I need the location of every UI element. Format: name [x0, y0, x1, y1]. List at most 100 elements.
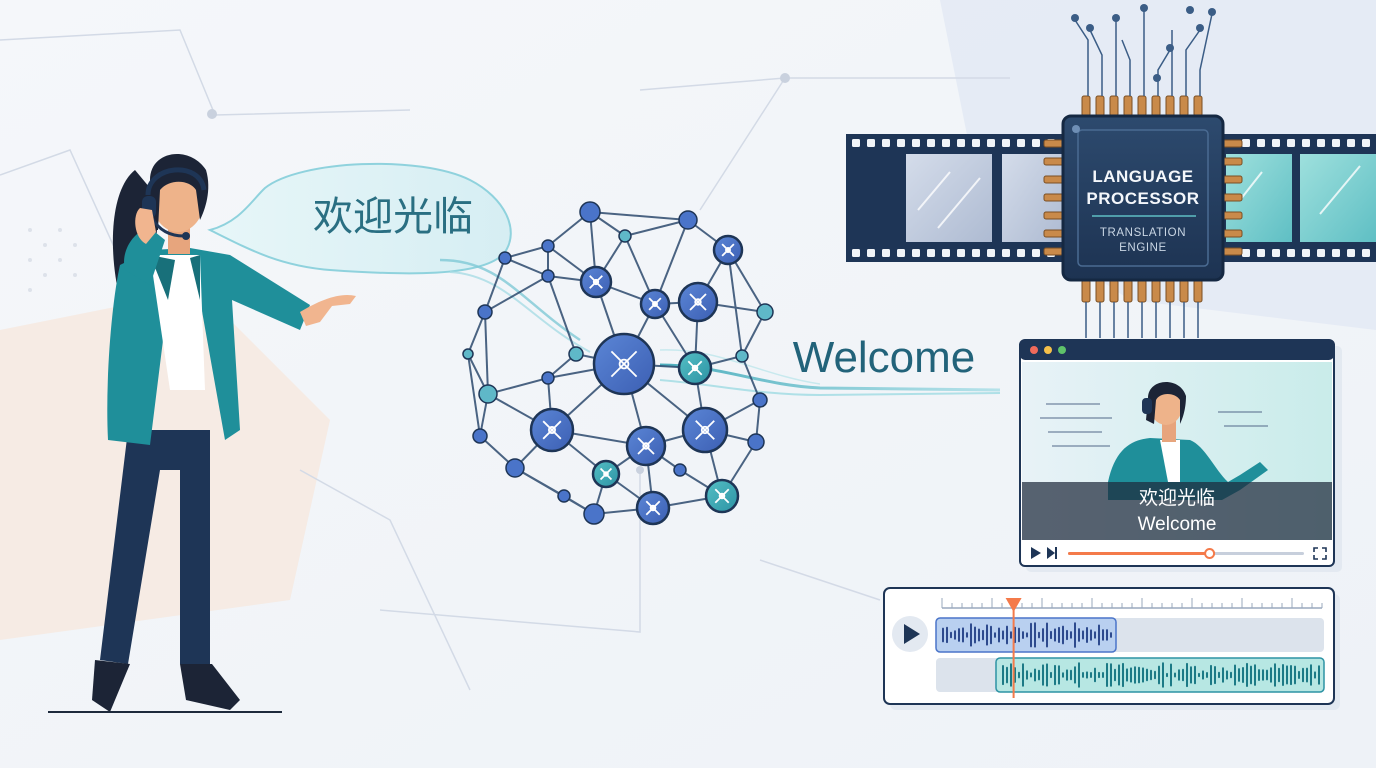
film-sprocket-hole: [1317, 139, 1325, 147]
waveform-bar: [1278, 667, 1280, 683]
chip-pin: [1221, 247, 1243, 256]
waveform-bar: [1182, 668, 1184, 682]
chip-pin: [1043, 229, 1065, 238]
chip-pin: [1095, 95, 1105, 117]
node-glyph-icon: [721, 243, 735, 257]
waveform-bar: [942, 627, 944, 643]
waveform-bar: [994, 632, 996, 638]
film-sprocket-hole: [912, 249, 920, 257]
network-edge: [741, 355, 761, 401]
waveform-bar: [1078, 662, 1080, 688]
film-sprocket-hole: [882, 249, 890, 257]
waveform-bar: [1102, 672, 1104, 678]
window-maximize-dot[interactable]: [1058, 346, 1066, 354]
waveform-bar: [1250, 665, 1252, 685]
waveform-bar: [1018, 671, 1020, 679]
film-sprocket-hole: [972, 139, 980, 147]
network-node: [673, 463, 687, 477]
processor-title-line1: LANGUAGE: [1092, 167, 1193, 186]
chip-pin: [1043, 157, 1065, 166]
language-processor-chip: LANGUAGE PROCESSOR TRANSLATION ENGINE: [1061, 114, 1225, 282]
node-glyph-icon: [542, 420, 562, 440]
film-sprocket-hole: [957, 139, 965, 147]
waveform-bar: [970, 623, 972, 647]
waveform-bar: [1010, 631, 1012, 639]
timeline-playhead[interactable]: [1005, 598, 1022, 698]
network-node: [752, 392, 768, 408]
next-icon[interactable]: [1047, 547, 1057, 559]
processor-subtitle-line1: TRANSLATION: [1100, 227, 1186, 239]
chip-pin: [1221, 175, 1243, 184]
network-node: [541, 269, 555, 283]
waveform-bar: [1026, 670, 1028, 680]
progress-fill: [1068, 552, 1210, 555]
film-sprocket-hole: [942, 249, 950, 257]
waveform-bar: [1038, 631, 1040, 639]
waveform-bar: [1054, 664, 1056, 686]
waveform-bar: [1050, 671, 1052, 679]
progress-knob[interactable]: [1204, 548, 1216, 559]
chip-pin: [1179, 95, 1189, 117]
waveform-bar: [1158, 665, 1160, 685]
film-sprocket-hole: [1257, 249, 1265, 257]
film-sprocket-hole: [1032, 139, 1040, 147]
play-icon[interactable]: [1031, 547, 1041, 559]
video-player-window: 欢迎光临 Welcome: [1019, 339, 1342, 572]
waveform-bar: [974, 626, 976, 644]
chip-pin: [1081, 95, 1091, 117]
chip-pin: [1043, 211, 1065, 220]
timeline-play-icon[interactable]: [904, 624, 920, 644]
waveform-bar: [1066, 669, 1068, 681]
waveform-bar: [1066, 629, 1068, 641]
waveform-bar: [1122, 662, 1124, 688]
chip-pin: [1043, 175, 1065, 184]
chip-pin: [1221, 193, 1243, 202]
waveform-bar: [1074, 622, 1076, 648]
network-node: [557, 489, 571, 503]
bg-circuit-dots: [207, 73, 790, 474]
network-node: [478, 384, 498, 404]
chip-pin: [1193, 279, 1203, 303]
timeline-ruler: [941, 598, 1323, 608]
waveform-bar: [950, 631, 952, 639]
waveform-bar: [1302, 667, 1304, 683]
waveform-bar: [1290, 665, 1292, 686]
film-sprocket-hole: [1032, 249, 1040, 257]
film-sprocket-hole: [882, 139, 890, 147]
waveform-bar: [1242, 667, 1244, 683]
waveform-bar: [1310, 664, 1312, 686]
network-node: [756, 303, 774, 321]
chip-pin: [1221, 229, 1243, 238]
window-minimize-dot[interactable]: [1044, 346, 1052, 354]
film-sprocket-hole: [1017, 249, 1025, 257]
network-edge: [504, 245, 549, 259]
waveform-bar: [982, 629, 984, 641]
node-glyph-icon: [714, 488, 730, 504]
network-node: [735, 349, 749, 363]
network-node: [498, 251, 512, 265]
fullscreen-icon[interactable]: [1313, 547, 1327, 560]
chip-pin: [1109, 279, 1119, 303]
network-node: [568, 346, 584, 362]
network-node: [472, 428, 488, 444]
node-glyph-icon: [599, 467, 613, 481]
waveform-bar: [1266, 669, 1268, 681]
film-sprocket-hole: [942, 139, 950, 147]
chip-pin: [1221, 139, 1243, 148]
chip-pin: [1151, 95, 1161, 117]
network-node: [618, 229, 632, 243]
film-sprocket-hole: [987, 249, 995, 257]
waveform-bar: [1214, 666, 1216, 685]
waveform-bar: [1262, 669, 1264, 681]
waveform-bar: [1050, 630, 1052, 640]
chip-traces: [1074, 10, 1213, 96]
waveform-bar: [1034, 668, 1036, 682]
chip-pin: [1151, 279, 1161, 303]
presenter-figure: [48, 153, 356, 713]
waveform-bar: [1062, 625, 1064, 645]
film-sprocket-hole: [1332, 139, 1340, 147]
window-close-dot[interactable]: [1030, 346, 1038, 354]
film-sprocket-hole: [1362, 249, 1370, 257]
waveform-bar: [1046, 663, 1048, 687]
